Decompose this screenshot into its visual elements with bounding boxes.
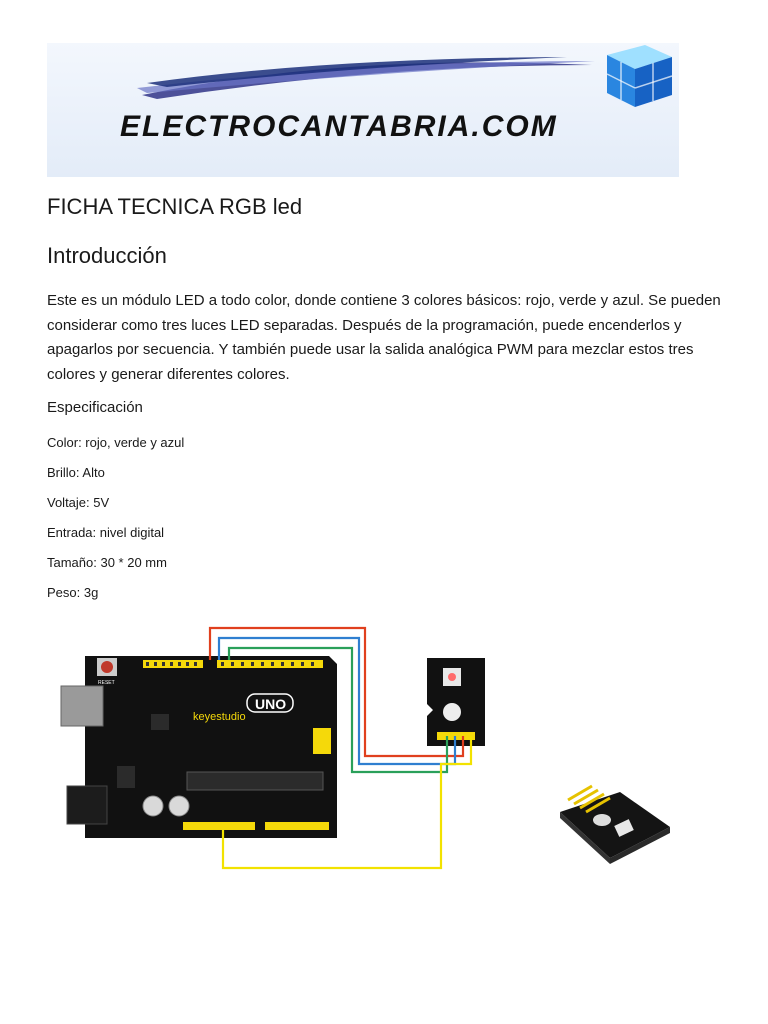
banner-brand: ELECTROCANTABRIA.COM (120, 110, 558, 143)
spec-item-color: Color: rojo, verde y azul (47, 435, 185, 450)
rgb-module-photo (560, 784, 670, 864)
intro-paragraph: Este es un módulo LED a todo color, dond… (47, 292, 721, 383)
spec-item-voltage: Voltaje: 5V (47, 495, 110, 510)
cube-icon (606, 45, 673, 107)
spec-item-weight: Peso: 3g (47, 585, 99, 600)
reset-label: RESET (98, 680, 115, 686)
banner-logo: ELECTROCANTABRIA.COM (47, 43, 679, 177)
spec-heading: Especificación (47, 399, 143, 416)
spec-item-size: Tamaño: 30 * 20 mm (47, 555, 167, 570)
board-brand: keyestudio (193, 711, 246, 723)
board-model: UNO (255, 696, 286, 712)
rgb-led-module (427, 658, 485, 746)
spec-item-input: Entrada: nivel digital (47, 525, 165, 540)
spec-item-brightness: Brillo: Alto (47, 465, 105, 480)
page-title: FICHA TECNICA RGB led (47, 194, 303, 219)
arduino-board: RESET keyestudio UNO (60, 656, 337, 838)
wiring-diagram: RESET keyestudio UNO (60, 626, 485, 870)
spec-list: Color: rojo, verde y azul Brillo: Alto V… (47, 434, 184, 614)
intro-heading: Introducción (47, 243, 167, 268)
